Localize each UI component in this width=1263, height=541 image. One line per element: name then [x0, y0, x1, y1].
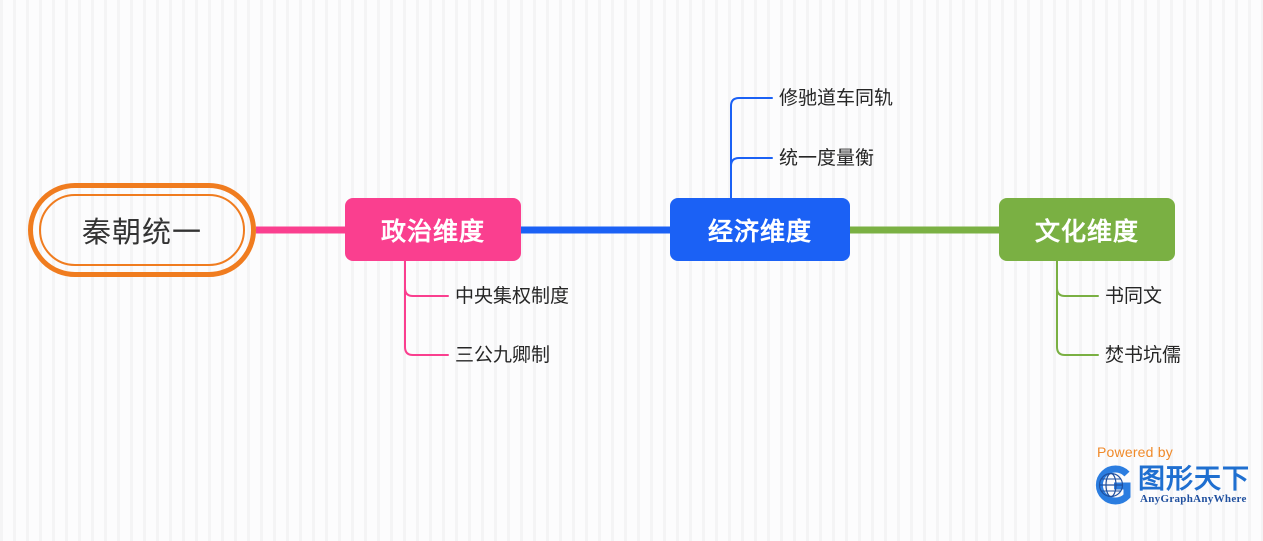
branch-node-label: 政治维度 [380, 217, 485, 246]
leaf-label-economic-1[interactable]: 修驰道车同轨 [779, 88, 894, 109]
branch-node-cultural[interactable]: 文化维度 [999, 198, 1175, 261]
branch-node-label: 文化维度 [1034, 217, 1139, 246]
leaf-label-political-2[interactable]: 三公九卿制 [455, 345, 551, 366]
edge-political-leaf-2 [404, 287, 449, 356]
leaf-label-economic-2[interactable]: 统一度量衡 [779, 148, 875, 169]
edge-cultural-leaf-1 [1056, 260, 1099, 297]
anygraph-logo-icon [1095, 465, 1131, 505]
watermark-powered-by-text: Powered by [1097, 444, 1173, 460]
root-node-label: 秦朝统一 [81, 217, 202, 249]
leaf-label-cultural-2[interactable]: 焚书坑儒 [1105, 345, 1182, 366]
leaf-label-cultural-1[interactable]: 书同文 [1105, 286, 1163, 307]
branch-node-political[interactable]: 政治维度 [345, 198, 521, 261]
branch-node-label: 经济维度 [707, 217, 812, 246]
edge-economic-leaf-2 [730, 157, 773, 199]
root-node[interactable]: 秦朝统一 [28, 183, 256, 277]
branch-node-economic[interactable]: 经济维度 [670, 198, 850, 261]
edge-political-leaf-1 [404, 260, 449, 297]
watermark-brand-cn: 图形天下 [1138, 464, 1250, 494]
edge-economic-leaf-1 [730, 97, 773, 199]
leaf-label-political-1[interactable]: 中央集权制度 [455, 286, 570, 307]
watermark-brand-en: AnyGraphAnyWhere [1140, 493, 1247, 505]
edge-cultural-leaf-2 [1056, 287, 1099, 356]
watermark: Powered by 图形天下 AnyGraphAnyWhere [1092, 444, 1252, 506]
